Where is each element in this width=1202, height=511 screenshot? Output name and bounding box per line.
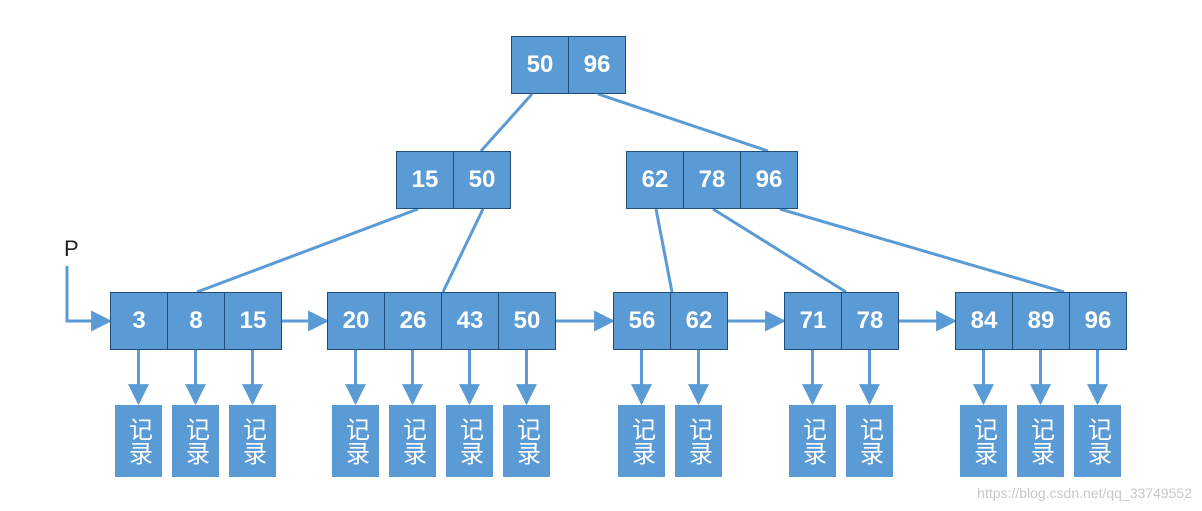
leaf-2-key-20: 20	[327, 292, 385, 350]
record-box-50: 记录	[503, 405, 550, 477]
record-box-84: 记录	[960, 405, 1007, 477]
record-box-78: 记录	[846, 405, 893, 477]
link-root-50-to-internal-1	[479, 92, 534, 153]
leaf-2-key-26: 26	[384, 292, 442, 350]
record-box-3: 记录	[115, 405, 162, 477]
internal-2-key-96: 96	[740, 151, 798, 209]
leaf-3-key-56: 56	[613, 292, 671, 350]
link-internal-62-to-leaf-3	[654, 208, 674, 293]
link-internal-50-to-leaf-2	[441, 208, 485, 293]
record-box-71: 记录	[789, 405, 836, 477]
pointer-arrow	[65, 266, 113, 332]
root-key-50: 50	[511, 36, 569, 94]
link-internal-15-to-leaf-1	[196, 207, 419, 294]
leaf-4-key-71: 71	[784, 292, 842, 350]
link-root-96-to-internal-2	[597, 92, 769, 153]
leaf-3-key-62: 62	[670, 292, 728, 350]
link-internal-96-to-leaf-5	[779, 207, 1065, 294]
leaf-5-key-89: 89	[1012, 292, 1070, 350]
record-box-89: 记录	[1017, 405, 1064, 477]
record-box-96: 记录	[1074, 405, 1121, 477]
record-box-43: 记录	[446, 405, 493, 477]
link-internal-78-to-leaf-4	[712, 207, 847, 294]
internal-2-key-78: 78	[683, 151, 741, 209]
internal-1-key-15: 15	[396, 151, 454, 209]
watermark: https://blog.csdn.net/qq_33749552	[977, 485, 1192, 501]
internal-1-key-50: 50	[453, 151, 511, 209]
record-box-56: 记录	[618, 405, 665, 477]
leaf-1-key-15: 15	[224, 292, 282, 350]
record-box-8: 记录	[172, 405, 219, 477]
internal-2-key-62: 62	[626, 151, 684, 209]
record-box-26: 记录	[389, 405, 436, 477]
leaf-2-key-50: 50	[498, 292, 556, 350]
pointer-label: P	[64, 236, 79, 261]
leaf-1-key-3: 3	[110, 292, 168, 350]
root-key-96: 96	[568, 36, 626, 94]
leaf-4-key-78: 78	[841, 292, 899, 350]
record-box-62: 记录	[675, 405, 722, 477]
leaf-5-key-84: 84	[955, 292, 1013, 350]
leaf-1-key-8: 8	[167, 292, 225, 350]
leaf-2-key-43: 43	[441, 292, 499, 350]
record-box-15: 记录	[229, 405, 276, 477]
record-box-20: 记录	[332, 405, 379, 477]
leaf-5-key-96: 96	[1069, 292, 1127, 350]
